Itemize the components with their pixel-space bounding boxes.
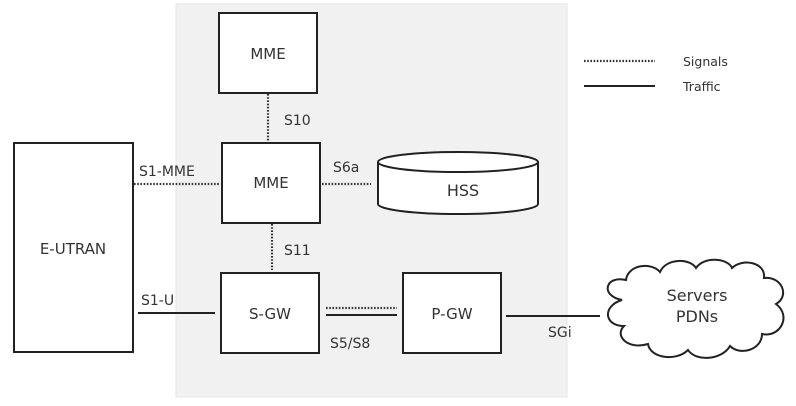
sgw-node[interactable]: S-GW [220, 272, 320, 354]
mme-top-node[interactable]: MME [218, 12, 318, 94]
legend: Signals Traffic [584, 54, 728, 94]
pgw-node[interactable]: P-GW [402, 272, 502, 354]
mme-label: MME [253, 174, 288, 192]
s6a-label: S6a [333, 160, 359, 176]
eutran-label: E-UTRAN [40, 240, 106, 258]
sgw-label: S-GW [249, 305, 291, 323]
s1-mme-label: S1-MME [139, 164, 195, 180]
servers-pdns-cloud[interactable]: Servers PDNs [606, 258, 785, 359]
s10-label: S10 [284, 113, 311, 129]
s11-label: S11 [284, 243, 311, 259]
legend-signals-label: Signals [683, 54, 728, 69]
cloud-shape [606, 258, 785, 359]
s1-u-label: S1-U [141, 293, 174, 309]
eutran-node[interactable]: E-UTRAN [13, 142, 134, 353]
mme-node[interactable]: MME [221, 142, 321, 224]
cloud-label-line2: PDNs [676, 307, 718, 326]
sgi-label: SGi [548, 325, 572, 341]
hss-label: HSS [447, 181, 479, 200]
hss-node[interactable]: HSS [377, 151, 539, 215]
pgw-label: P-GW [431, 305, 472, 323]
mme-top-label: MME [250, 45, 285, 63]
hss-cylinder-body [377, 162, 539, 215]
cloud-label-line1: Servers [667, 286, 728, 305]
hss-cylinder-top [377, 151, 539, 173]
legend-traffic-label: Traffic [682, 79, 721, 94]
s5-s8-label: S5/S8 [330, 336, 370, 352]
